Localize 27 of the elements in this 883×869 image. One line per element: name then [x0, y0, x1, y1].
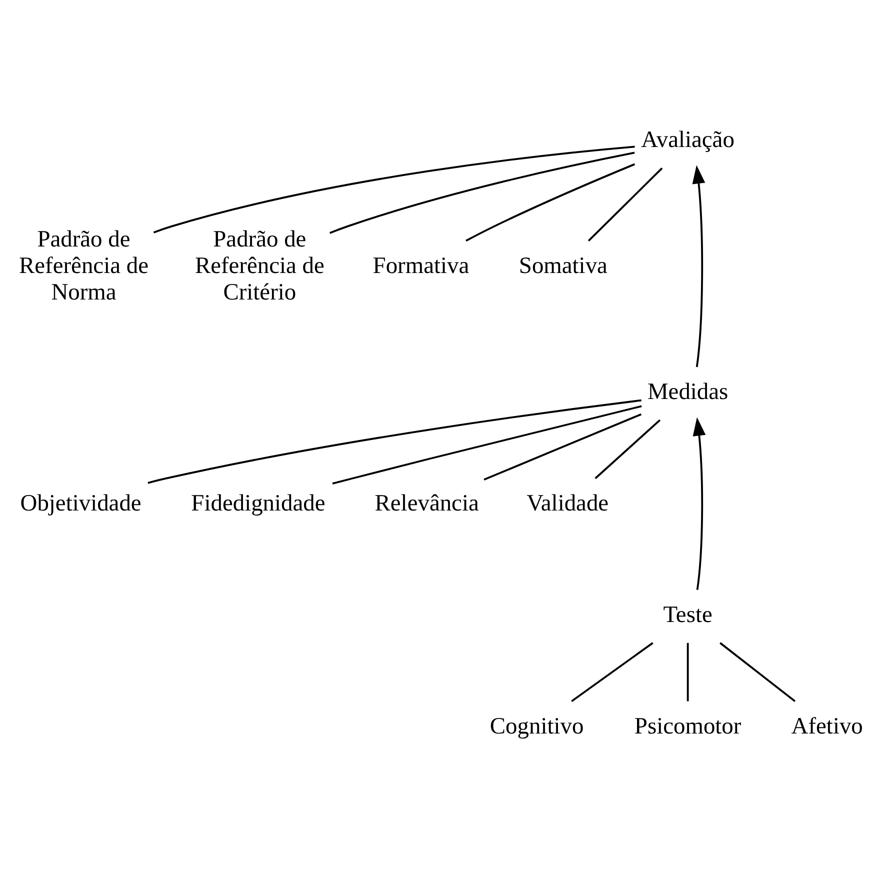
node-text: Teste [663, 602, 712, 628]
connector [571, 642, 654, 702]
connector [484, 413, 642, 481]
node-text: Formativa [372, 252, 470, 279]
connector [588, 168, 663, 242]
connector [148, 399, 642, 484]
connector [329, 152, 635, 234]
node-text: Validade [526, 490, 609, 516]
connector [720, 642, 796, 702]
arrow [692, 165, 706, 368]
node-text: Padrão de Referência de Norma [19, 226, 148, 306]
node-text: Somativa [518, 252, 608, 279]
node-text: Objetividade [20, 490, 142, 516]
node-text: Afetivo [791, 713, 863, 740]
node-text: Avaliação [641, 126, 734, 153]
node-text: Padrão de Referência de Critério [194, 226, 324, 306]
node-text: Fidedignidade [191, 490, 326, 516]
connector [466, 163, 636, 242]
connector [686, 642, 689, 702]
node-text: Cognitivo [490, 713, 584, 740]
connector [153, 146, 635, 234]
connector [332, 405, 642, 484]
arrow [692, 417, 706, 590]
connector [594, 419, 661, 480]
node-text: Psicomotor [634, 713, 742, 740]
node-text: Relevância [374, 490, 479, 516]
node-text: Medidas [647, 379, 728, 406]
